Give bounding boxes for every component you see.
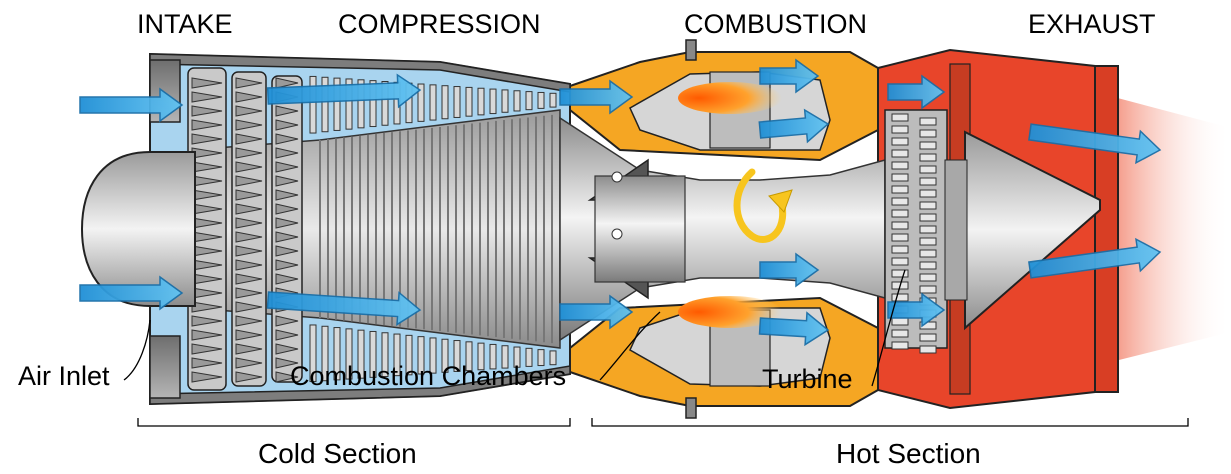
leader-line-turbine [871,269,906,387]
nose-spinner [80,151,196,307]
part-label-turbine: Turbine [762,364,853,394]
section-label-cold: Cold Section [258,438,417,469]
stage-label-combustion: COMBUSTION [684,9,867,39]
bracket-cold-section [137,418,571,427]
flame-bottom [678,296,782,328]
rotation-arrow [733,168,793,243]
leader-line-air-inlet [123,319,151,381]
flame-top [678,82,782,114]
exhaust-nozzle-ring [1094,65,1119,393]
airflow-arrows [79,58,1162,347]
exhaust-plume [1095,92,1231,366]
section-label-hot: Hot Section [836,438,981,469]
stage-label-intake: INTAKE [137,9,233,39]
bracket-hot-section [591,418,1189,427]
part-label-combustion-chambers: Combustion Chambers [290,361,566,391]
part-label-air-inlet: Air Inlet [18,361,110,391]
stage-label-compression: COMPRESSION [338,9,541,39]
fan-stages [187,67,303,391]
stage-label-exhaust: EXHAUST [1028,9,1156,39]
intake-rim-bottom [149,335,181,399]
leader-line-combustion-chambers [599,311,661,381]
